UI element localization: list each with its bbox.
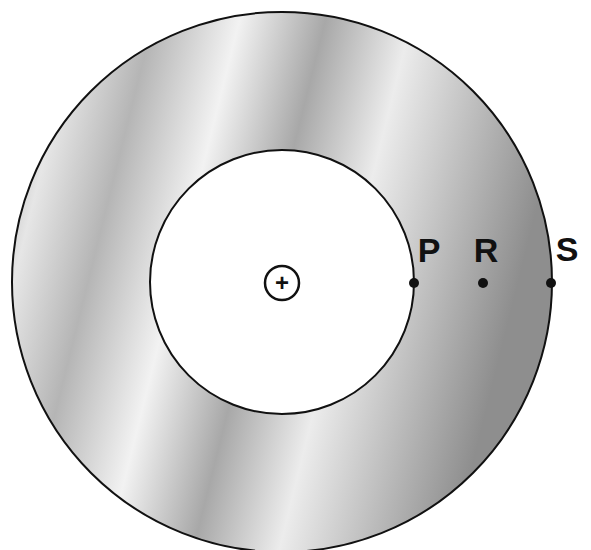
point-dot [409,278,419,288]
point-dot [546,278,556,288]
charge-sign: + [275,271,289,295]
conducting-shell [12,12,552,550]
charge-circle [265,266,299,300]
point-label: P [418,233,441,267]
point-dot [478,278,488,288]
point-label: R [474,233,499,267]
point-label: S [556,232,579,266]
